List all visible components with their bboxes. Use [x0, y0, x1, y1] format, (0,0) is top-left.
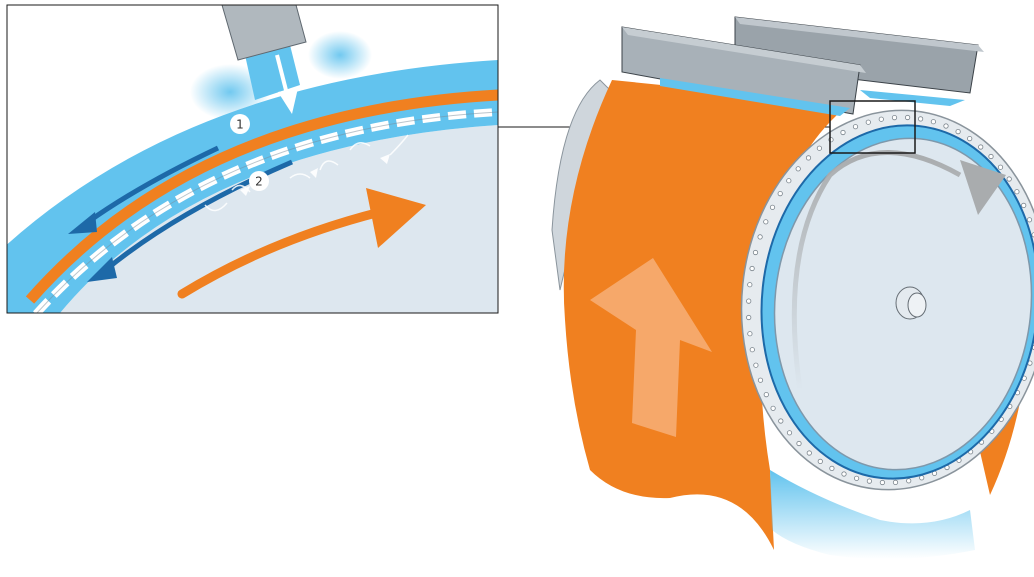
- perforation-hole: [906, 478, 912, 484]
- drum-axle: [895, 286, 927, 320]
- arrow-up-icon: [590, 258, 712, 437]
- perforation-hole: [778, 418, 784, 424]
- perforation-hole: [747, 282, 753, 288]
- water-drip: [770, 470, 975, 559]
- perforation-hole: [1031, 232, 1034, 238]
- perforation-hole: [796, 440, 802, 447]
- perforation-hole: [749, 265, 755, 272]
- perforation-hole: [892, 479, 899, 485]
- spray-glow: [308, 31, 372, 79]
- perforation-hole: [840, 129, 846, 136]
- turbulence-arrows: [240, 154, 390, 196]
- perforation-hole: [795, 166, 801, 172]
- perforation-hole: [904, 114, 911, 121]
- marker-1: 1: [230, 114, 250, 134]
- perforation-hole: [770, 405, 776, 411]
- perforation-hole: [816, 145, 823, 151]
- perforation-hole: [865, 119, 871, 125]
- perforation-hole: [943, 123, 949, 129]
- perforation-hole: [749, 347, 755, 353]
- perforation-hole: [1026, 217, 1033, 223]
- perforation-hole: [805, 155, 812, 161]
- perforation-hole: [777, 191, 783, 197]
- perforation-hole: [988, 153, 994, 160]
- perforation-hole: [930, 119, 937, 125]
- perforation-hole: [841, 471, 847, 477]
- perforation-hole: [746, 298, 752, 304]
- zoom-highlight-box: [829, 100, 916, 154]
- perforation-hole: [879, 479, 886, 486]
- perforation-hole: [769, 204, 776, 210]
- drum-surface: [60, 125, 498, 313]
- drum-rotation-icon: [791, 150, 1006, 391]
- perforation-hole: [806, 450, 812, 456]
- zoom-inset: 1 2: [7, 5, 498, 313]
- svg-text:2: 2: [255, 175, 263, 189]
- perforation-hole: [997, 164, 1004, 170]
- belt-band: [25, 89, 498, 304]
- perforation-hole: [746, 314, 752, 321]
- zoom-inset-frame: [6, 4, 499, 314]
- nozzle: [221, 5, 307, 61]
- perforation-hole: [1006, 176, 1012, 182]
- drum-assembly: [551, 16, 1034, 559]
- perforation-hole: [747, 331, 753, 337]
- perforation-hole: [852, 124, 859, 130]
- spray-arrow-icon: [275, 54, 298, 114]
- svg-text:1: 1: [236, 118, 244, 132]
- perforation-hole: [1014, 189, 1020, 195]
- rim-perforations: [746, 114, 1034, 486]
- perforation-hole: [757, 377, 764, 383]
- perforation-hole: [786, 178, 792, 184]
- perforation-hole: [763, 391, 769, 398]
- perforation-hole: [866, 478, 873, 484]
- perforation-hole: [955, 129, 961, 135]
- spray-glow: [190, 64, 270, 120]
- perforation-hole: [786, 430, 793, 436]
- perforation-hole: [878, 116, 884, 122]
- marker-2: 2: [249, 171, 269, 191]
- perforation-hole: [1021, 202, 1027, 208]
- perforation-hole: [891, 115, 898, 121]
- perforation-hole: [967, 136, 973, 142]
- perforation-hole: [917, 116, 924, 122]
- perforation-hole: [829, 465, 835, 471]
- perforation-hole: [853, 475, 860, 481]
- perforation-hole: [817, 458, 823, 464]
- rotation-arrow-icon: [177, 188, 426, 299]
- perforation-hole: [763, 219, 769, 225]
- perforation-hole: [757, 234, 763, 240]
- turbulence-marks: [204, 134, 409, 212]
- perforation-hole: [919, 475, 925, 481]
- spray-nozzle-bar: [621, 26, 866, 116]
- perforation-hole: [752, 249, 759, 256]
- perforation-hole: [753, 362, 759, 368]
- perforation-hole: [978, 144, 984, 150]
- flow-arrow-icon: [68, 145, 220, 234]
